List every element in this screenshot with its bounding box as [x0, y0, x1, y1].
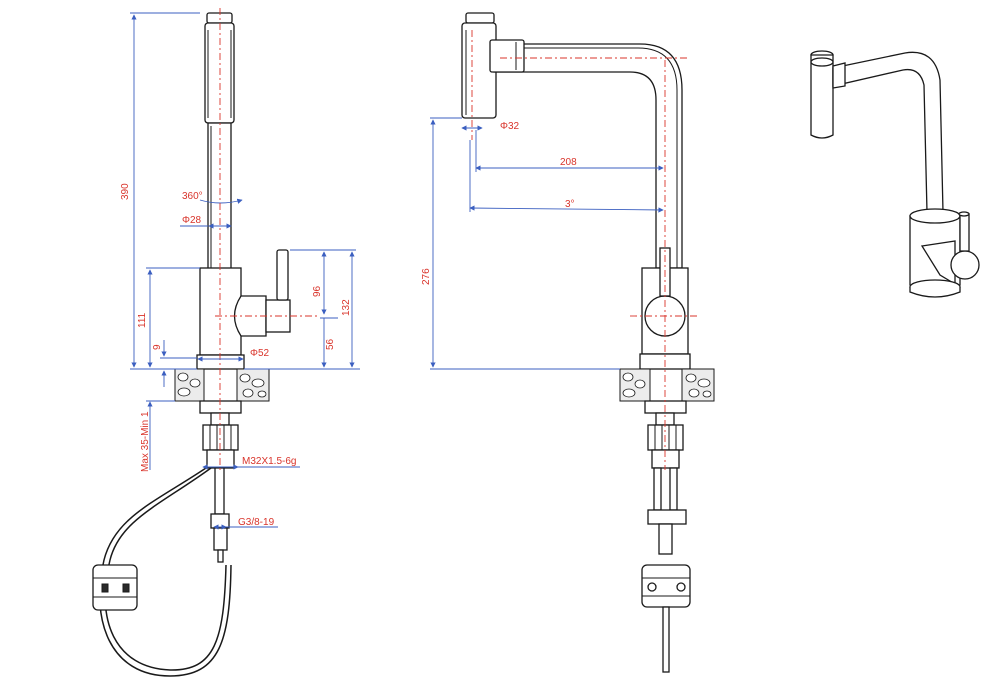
side-supply-tube [214, 467, 225, 515]
side-spray-cap [206, 12, 233, 24]
iso-spray-head [810, 54, 834, 139]
iso-lever-handle [959, 213, 970, 252]
side-dim-132: 132 [341, 299, 352, 316]
front-dim-276: 276 [421, 268, 432, 285]
side-dim-96: 96 [312, 285, 323, 297]
side-dim-base-diameter: Φ52 [250, 348, 270, 359]
iso-spout-collar [832, 62, 846, 89]
front-mount-nut [644, 400, 687, 414]
front-dim-outlet-diameter: Φ32 [500, 121, 520, 132]
front-spray-cap [465, 12, 495, 24]
side-dim-9: 9 [152, 344, 163, 350]
front-hose-connector [647, 509, 687, 525]
side-dim-111: 111 [137, 312, 148, 328]
side-countertop-pebbles [177, 372, 267, 398]
front-view: Φ32 208 276 3° [421, 12, 715, 673]
side-dim-counter-thickness: Max 35-Min 1 [140, 411, 151, 472]
side-mount-nut [199, 400, 242, 414]
side-threaded-nut [202, 424, 239, 451]
front-countertop-pebbles [622, 372, 712, 398]
side-view: 390 360° Φ28 111 9 Φ52 96 132 56 Max 35-… [92, 8, 360, 677]
side-thread-end [206, 449, 235, 469]
front-dim-208: 208 [560, 157, 577, 168]
side-rotation-arc [199, 198, 243, 204]
side-lever-handle [276, 249, 289, 301]
front-dim-tilt: 3° [565, 199, 575, 210]
front-supply-tube-left [653, 467, 662, 511]
iso-lever-disc [950, 250, 980, 280]
side-dim-390: 390 [120, 183, 131, 200]
isometric-view [810, 50, 980, 298]
front-spout-arm [493, 43, 683, 269]
side-dim-56: 56 [325, 338, 336, 350]
front-threaded-nut [647, 424, 684, 451]
side-dim-thread: M32X1.5-6g [242, 456, 296, 467]
front-supply-tube-right [669, 467, 678, 511]
front-hose [662, 606, 670, 673]
side-hose-connector [210, 513, 230, 529]
front-hose-fitting [658, 523, 673, 555]
side-base-ring [196, 354, 245, 370]
iso-spout-arm [832, 51, 944, 213]
side-hose-fitting [213, 527, 228, 551]
side-spray-head [204, 22, 235, 124]
front-spout-collar [489, 39, 525, 73]
side-pullout-hose [104, 467, 227, 671]
side-dim-rotation: 360° [182, 191, 203, 202]
side-dim-hose-thread: G3/8-19 [238, 517, 275, 528]
front-thread-end [651, 449, 680, 469]
side-hose-end [217, 549, 224, 563]
side-dim-spout-diameter: Φ28 [182, 215, 202, 226]
side-hose-weight [92, 564, 138, 611]
